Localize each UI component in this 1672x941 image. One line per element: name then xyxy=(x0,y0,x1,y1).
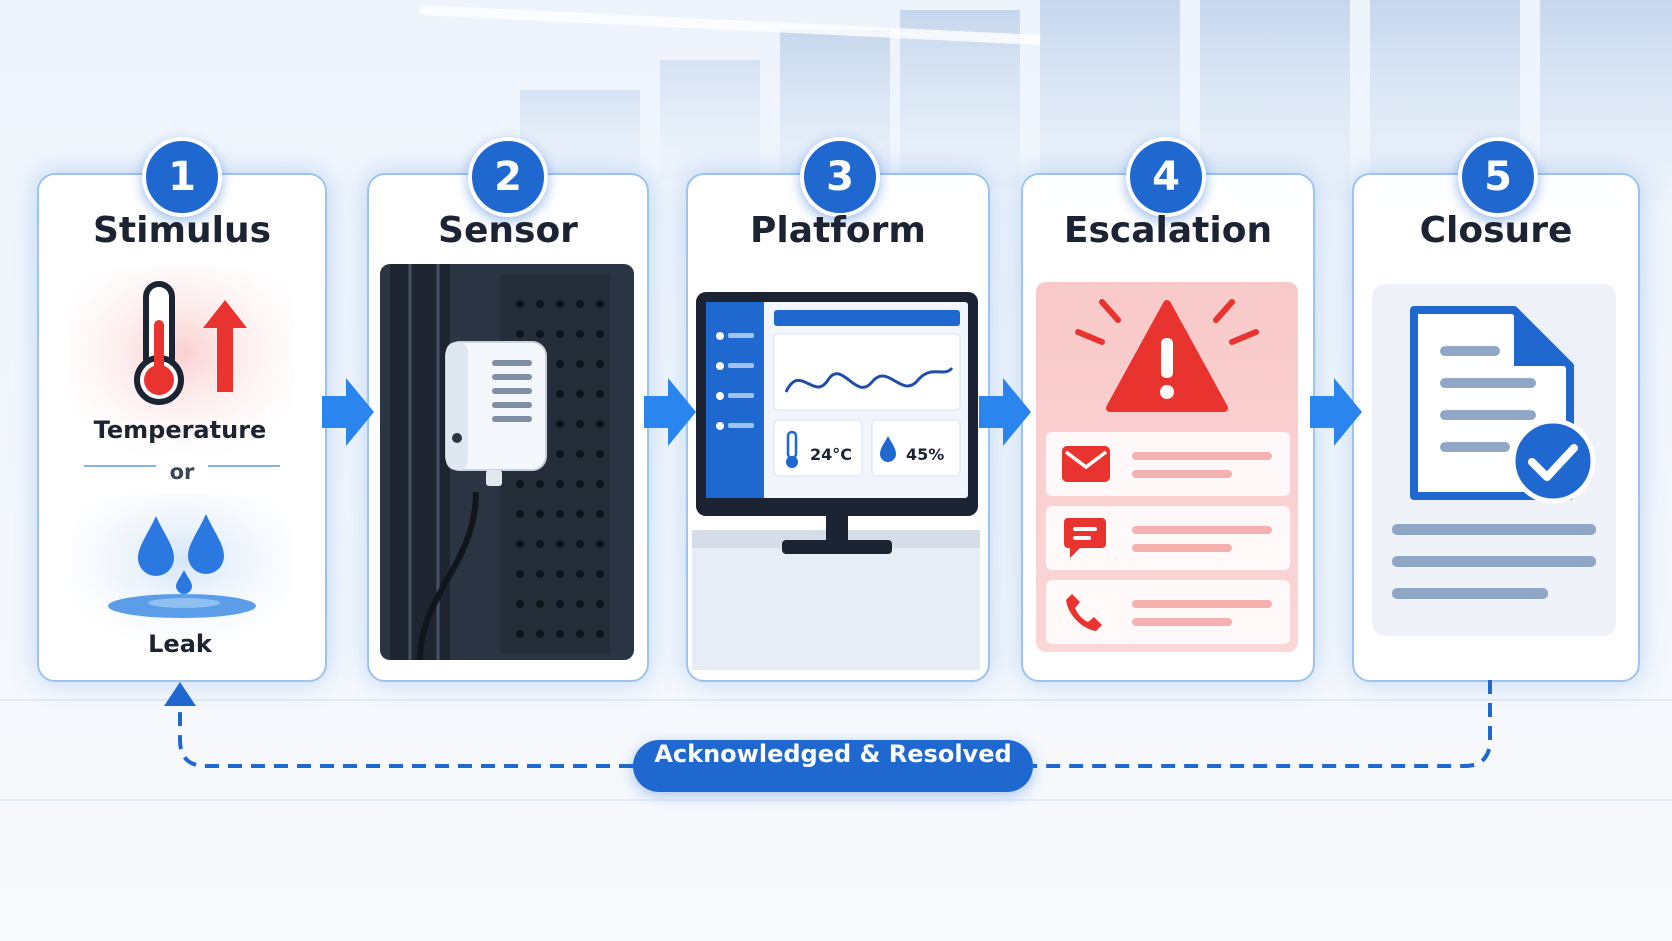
flow-arrow-icon xyxy=(1310,378,1362,446)
flow-arrow-icon xyxy=(644,378,696,446)
step-number-badge: 4 xyxy=(1126,137,1206,217)
step-title: Closure xyxy=(1419,210,1573,251)
step-title: Sensor xyxy=(438,210,578,251)
step-number-badge: 2 xyxy=(468,137,548,217)
separator-line xyxy=(84,465,280,467)
step-title: Escalation xyxy=(1063,210,1273,251)
step-title: Stimulus xyxy=(92,210,271,251)
leak-label: Leak xyxy=(148,630,212,658)
feedback-loop-path xyxy=(164,680,1492,768)
acknowledged-resolved-label: Acknowledged & Resolved xyxy=(633,740,1033,792)
report-lines xyxy=(1392,524,1596,599)
separator-or-label: or xyxy=(169,460,195,484)
humidity-reading: 45% xyxy=(906,445,945,464)
temperature-panel xyxy=(68,268,294,454)
phone-icon xyxy=(1066,594,1102,631)
monitor-icon xyxy=(696,292,978,554)
temperature-reading: 24°C xyxy=(810,445,853,464)
chat-icon xyxy=(1064,518,1106,558)
step-title: Platform xyxy=(750,210,926,251)
step-number-badge: 5 xyxy=(1458,137,1538,217)
thermometer-icon xyxy=(134,281,184,405)
step-number-badge: 1 xyxy=(142,137,222,217)
warning-triangle-icon xyxy=(1075,299,1259,412)
puddle-icon xyxy=(108,570,256,618)
email-icon xyxy=(1062,446,1110,482)
up-arrow-icon xyxy=(203,300,247,392)
droplet-icon xyxy=(138,514,224,576)
temperature-label: Temperature xyxy=(93,416,267,444)
sensor-device-icon xyxy=(445,341,547,486)
wave-chart-icon xyxy=(784,366,954,393)
step-number-badge: 3 xyxy=(800,137,880,217)
loop-arrowhead-icon xyxy=(164,682,196,706)
flow-arrow-icon xyxy=(979,378,1031,446)
flow-arrow-icon xyxy=(322,378,374,446)
checkmark-icon xyxy=(1510,418,1596,504)
